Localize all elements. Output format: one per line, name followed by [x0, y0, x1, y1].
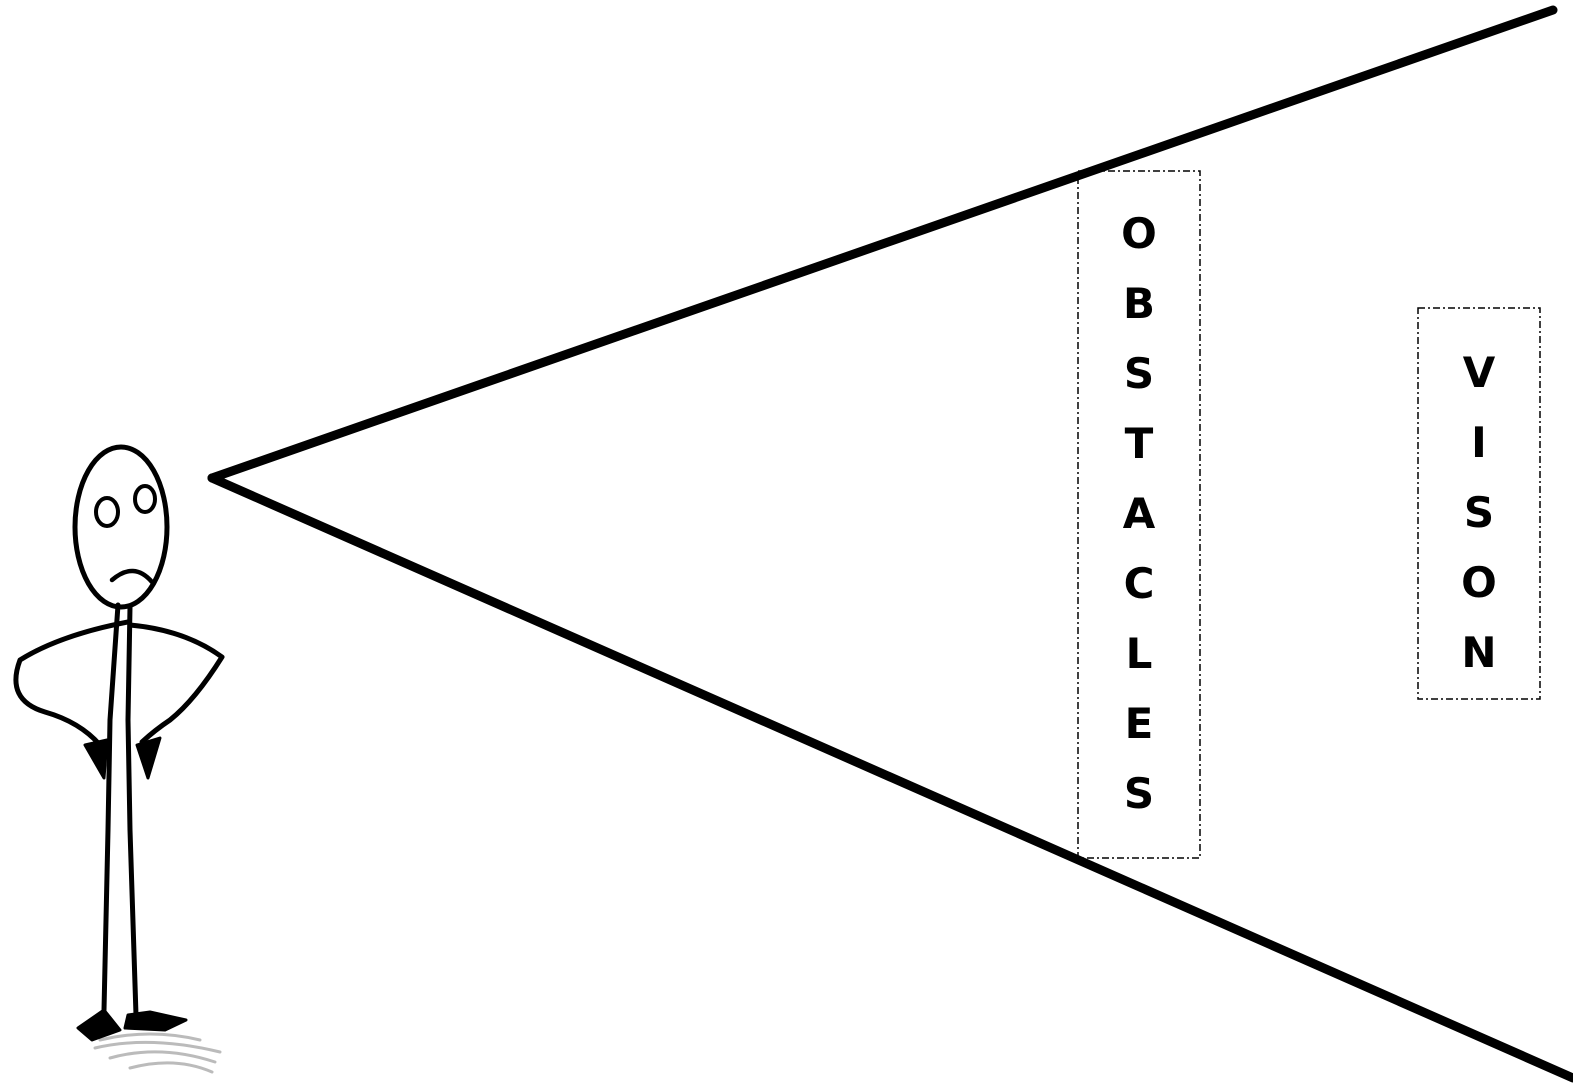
label-letter: S: [1464, 478, 1494, 548]
label-letter: I: [1471, 408, 1487, 478]
left-hand-icon: [85, 740, 107, 778]
right-hand-icon: [137, 738, 160, 778]
label-letter: T: [1125, 409, 1154, 479]
label-letter: A: [1123, 479, 1156, 549]
cone-upper-line: [212, 10, 1553, 478]
label-letter: O: [1121, 199, 1157, 269]
worried-stick-figure-icon: [16, 447, 222, 1072]
cone-lower-line: [212, 478, 1573, 1078]
label-letter: S: [1124, 339, 1154, 409]
label-letter: O: [1461, 548, 1497, 618]
label-letter: B: [1123, 269, 1155, 339]
right-arm-icon: [130, 625, 222, 742]
label-letter: L: [1126, 619, 1153, 689]
shadow-icon: [95, 1034, 220, 1072]
right-foot-icon: [125, 1012, 186, 1030]
right-eye-icon: [135, 486, 155, 512]
label-letter: S: [1124, 759, 1154, 829]
left-eye-icon: [96, 498, 118, 526]
label-letter: C: [1124, 549, 1155, 619]
label-letter: N: [1461, 618, 1496, 688]
vision-cone: [212, 10, 1573, 1078]
label-letter: E: [1125, 689, 1154, 759]
frown-icon: [112, 571, 152, 582]
left-foot-icon: [78, 1010, 120, 1040]
label-letter: V: [1463, 338, 1496, 408]
